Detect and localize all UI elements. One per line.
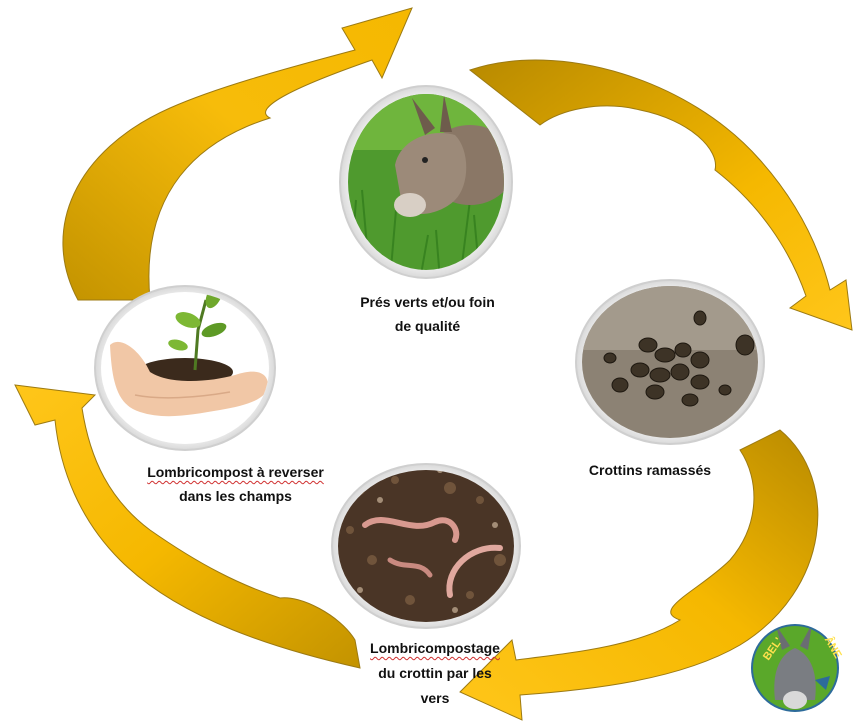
cycle-arrow-bottom-left — [14, 384, 361, 669]
stage-label-lombricompostage-line2: du crottin par les — [378, 665, 492, 681]
stage-label-pres: Prés verts et/ou foin de qualité — [330, 290, 525, 338]
worms-compost-image — [331, 463, 521, 629]
cycle-arrow-top-right — [468, 59, 853, 331]
stage-label-lombricompostage-line1: Lombricompostage — [370, 640, 500, 656]
cycle-arrow-top-left — [62, 7, 413, 301]
stage-label-pres-line2: de qualité — [394, 318, 461, 334]
stage-label-lombricompost-line2: dans les champs — [179, 488, 292, 504]
stage-label-lombricompost-line1: Lombricompost à reverser — [128, 460, 343, 484]
seedling-in-hand-image — [94, 285, 276, 451]
cycle-arrow-bottom-right — [459, 429, 819, 721]
donkey-grazing-image — [339, 85, 513, 279]
stage-label-lombricompost-word: Lombricompost à reverser — [147, 464, 324, 480]
droppings-image — [575, 279, 765, 445]
stage-label-lombricompost: Lombricompost à reverser dans les champs — [128, 460, 343, 508]
stage-label-crottins-line1: Crottins ramassés — [588, 462, 712, 478]
stage-label-lombricompostage-line3: vers — [420, 690, 450, 706]
stage-label-lombricompostage: Lombricompostage du crottin par les vers — [350, 636, 520, 711]
stage-label-pres-line1: Prés verts et/ou foin — [360, 294, 495, 310]
stage-label-crottins: Crottins ramassés — [570, 458, 730, 482]
belane-logo: BEL' ÂNE — [751, 624, 845, 712]
